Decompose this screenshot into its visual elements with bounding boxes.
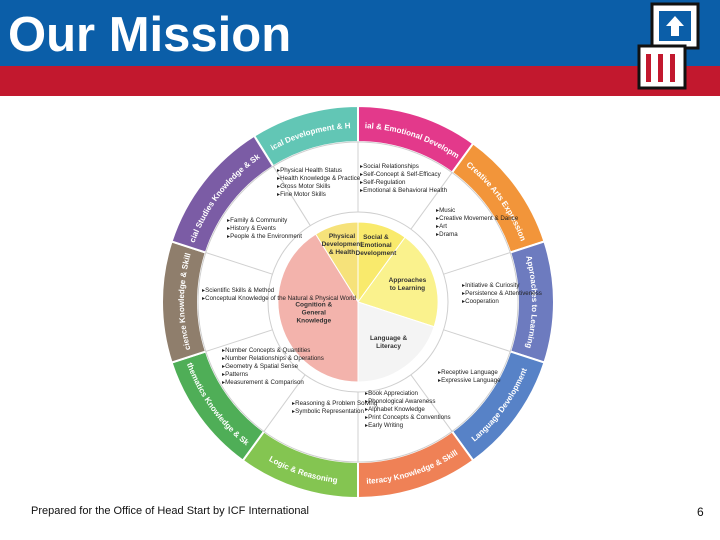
- domain-divider: [272, 166, 311, 226]
- element-item: ▸Phonological Awareness: [365, 398, 435, 405]
- element-item: ▸People & the Environment: [227, 233, 302, 240]
- element-item: ▸Persistence & Attentiveness: [462, 290, 542, 297]
- element-item: ▸Conceptual Knowledge of the Natural & P…: [202, 295, 357, 302]
- element-item: ▸Emotional & Behavioral Health: [360, 187, 448, 194]
- element-item: ▸Social Relationships: [360, 163, 419, 170]
- domain-divider: [443, 329, 511, 352]
- domain-divider: [205, 329, 273, 352]
- element-item: ▸Initiative & Curiosity: [462, 282, 520, 289]
- center-slice-cognition-and-general-knowledge: [277, 233, 359, 383]
- element-item: ▸Health Knowledge & Practice: [277, 175, 361, 182]
- element-item: ▸Receptive Language: [438, 369, 498, 376]
- element-item: ▸Print Concepts & Conventions: [365, 414, 451, 421]
- element-item: ▸Symbolic Representation: [292, 408, 364, 415]
- element-item: ▸Number Relationships & Operations: [222, 355, 324, 362]
- title-bar: [0, 0, 720, 66]
- element-item: ▸Number Concepts & Quantities: [222, 347, 310, 354]
- element-item: ▸Fine Motor Skills: [277, 191, 326, 198]
- center-slice-language-and-literacy: [357, 301, 435, 383]
- element-item: ▸Geometry & Spatial Sense: [222, 363, 299, 370]
- element-item: ▸Scientific Skills & Method: [202, 287, 275, 294]
- element-item: ▸Creative Movement & Dance: [436, 215, 519, 222]
- head-start-logo: [637, 2, 700, 90]
- domain-divider: [410, 172, 453, 230]
- element-item: ▸Drama: [436, 231, 458, 238]
- element-item: ▸Cooperation: [462, 298, 499, 305]
- element-item: ▸Expressive Language: [438, 377, 501, 384]
- element-item: ▸Reasoning & Problem Solving: [292, 400, 378, 407]
- element-item: ▸Family & Community: [227, 217, 288, 224]
- center-label-language-and-literacy: Language &Literacy: [370, 335, 408, 350]
- element-ring-outline: [197, 141, 519, 463]
- slide-title: Our Mission: [8, 8, 292, 62]
- element-item: ▸Self-Concept & Self-Efficacy: [360, 171, 442, 178]
- element-item: ▸Early Writing: [365, 422, 404, 429]
- element-item: ▸Gross Motor Skills: [277, 183, 330, 190]
- domain-divider: [263, 374, 306, 432]
- element-item: ▸Self-Regulation: [360, 179, 406, 186]
- title-bar-stripe: [0, 66, 720, 96]
- domain-divider: [410, 374, 453, 432]
- domain-divider: [443, 252, 511, 275]
- element-item: ▸Measurement & Comparison: [222, 379, 304, 386]
- element-item: ▸History & Events: [227, 225, 276, 232]
- footer-credit: Prepared for the Office of Head Start by…: [31, 505, 309, 517]
- element-item: ▸Alphabet Knowledge: [365, 406, 425, 413]
- element-item: ▸Music: [436, 207, 455, 214]
- element-item: ▸Patterns: [222, 371, 248, 378]
- element-item: ▸Physical Health Status: [277, 167, 342, 174]
- domain-divider: [205, 252, 273, 275]
- page-number: 6: [697, 505, 704, 519]
- element-item: ▸Art: [436, 223, 447, 230]
- center-slice-approaches-to-learning: [357, 236, 439, 328]
- element-item: ▸Book Appreciation: [365, 390, 419, 397]
